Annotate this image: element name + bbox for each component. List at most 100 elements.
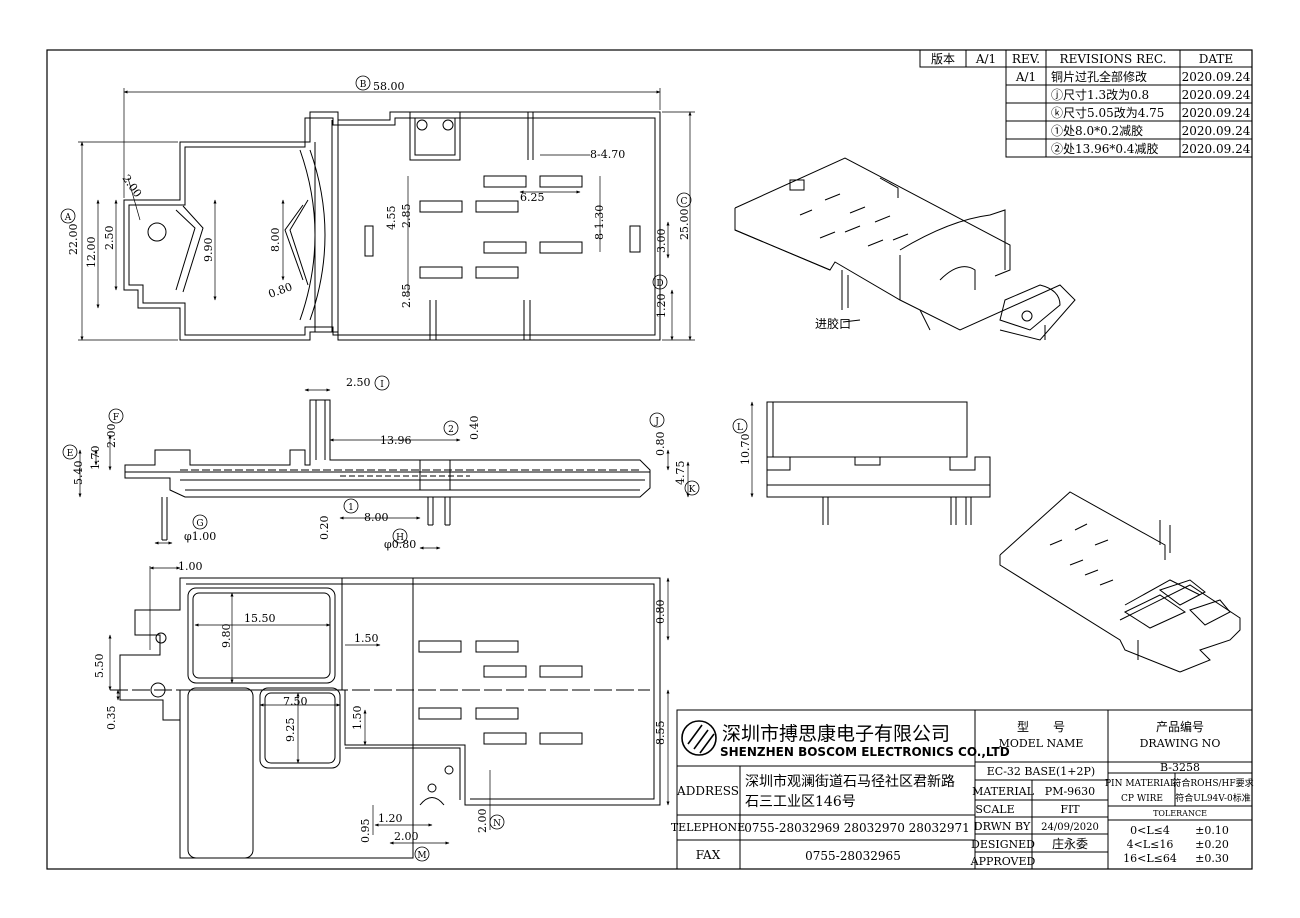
callout-b-circle: [355, 75, 371, 91]
dim-l: 10.70: [739, 434, 752, 466]
company-name-en: SHENZHEN BOSCOM ELECTRONICS CO.,LTD: [720, 745, 1010, 759]
dim-i: 2.50: [346, 376, 371, 389]
rev-row-date: 2020.09.24: [1182, 70, 1251, 84]
callout-n-circle: [489, 814, 505, 830]
dim-980: 9.80: [220, 624, 233, 649]
address-label: ADDRESS: [676, 784, 739, 798]
rev-row-date: 2020.09.24: [1182, 124, 1251, 138]
dim-285b: 2.85: [400, 284, 413, 309]
callout-l: L: [737, 423, 743, 433]
dim-1396: 13.96: [380, 434, 412, 447]
telephone-value: 0755-28032969 28032970 28032971: [744, 821, 969, 835]
dim-625: 6.25: [520, 191, 545, 204]
rev-row-text: ②处13.96*0.4减胶: [1051, 141, 1158, 156]
cp-wire-value: 符合UL94V-0标准: [1175, 792, 1250, 804]
rev-row-date: 2020.09.24: [1182, 142, 1251, 156]
tolerance-value: ±0.10: [1195, 824, 1229, 837]
dim-e: 1.70: [89, 446, 102, 471]
drawing-no-cn: 产品编号: [1156, 719, 1204, 734]
rev-row-text: ⓚ尺寸5.05改为4.75: [1051, 106, 1164, 120]
dim-f: 2.00: [105, 424, 118, 449]
dim-040: 0.40: [468, 416, 481, 441]
drawing-no-en: DRAWING NO: [1140, 737, 1221, 750]
callout-one-circle: [343, 498, 359, 514]
model-name-en: MODEL NAME: [999, 737, 1084, 750]
fax-label: FAX: [696, 848, 721, 862]
pin-material-label: PIN MATERIAL:: [1105, 779, 1179, 789]
address-line2: 石三工业区146号: [745, 794, 856, 810]
callout-g-circle: [192, 514, 208, 530]
dim-120: 1.20: [378, 812, 403, 825]
callout-a-circle: [60, 208, 76, 224]
material-value: PM-9630: [1045, 785, 1095, 798]
designed-label: DESIGNED: [971, 838, 1035, 851]
callout-two: 2: [448, 425, 454, 435]
dim-200b: 2.00: [476, 809, 489, 834]
rev-header-rec: REVISIONS REC.: [1060, 52, 1167, 66]
callout-e: E: [67, 449, 74, 459]
dim-750: 7.50: [283, 695, 308, 708]
gate-label: 进胶口: [815, 316, 851, 331]
designed-value: 庄永委: [1052, 836, 1088, 851]
callout-k-circle: [684, 480, 700, 496]
dim-g: φ1.00: [184, 530, 216, 543]
end-view: [766, 401, 991, 525]
model-value: EC-32 BASE(1+2P): [987, 765, 1095, 778]
callout-d: D: [656, 279, 663, 289]
drwn-by-label: DRWN BY: [974, 820, 1031, 833]
revision-table: [919, 49, 1253, 158]
dim-455: 4.55: [385, 206, 398, 231]
pin-material-value: 符合ROHS/HF要求: [1172, 777, 1253, 789]
callout-one: 1: [348, 503, 354, 513]
scale-value: FIT: [1060, 803, 1080, 816]
cp-wire-label: CP WIRE: [1121, 794, 1163, 804]
callout-c: C: [681, 197, 688, 207]
callout-m-circle: [414, 846, 430, 862]
dim-080: 0.80: [267, 280, 294, 301]
company-name-cn: 深圳市搏思康电子有限公司: [722, 723, 950, 745]
callout-h: H: [396, 533, 404, 543]
dim-h: φ0.80: [384, 538, 416, 551]
callout-c-circle: [676, 192, 692, 208]
material-label: MATERIAL: [972, 785, 1035, 798]
dim-200: 2.00: [120, 172, 145, 200]
dim-250: 2.50: [103, 226, 116, 251]
dim-200a: 2.00: [394, 830, 419, 843]
scale-label: SCALE: [975, 803, 1014, 816]
callout-j: J: [654, 417, 659, 427]
rev-row-text: ①处8.0*0.2减胶: [1051, 123, 1143, 138]
rev-row-date: 2020.09.24: [1182, 88, 1251, 102]
callout-two-circle: [443, 420, 459, 436]
rev-row-text: ⓙ尺寸1.3改为0.8: [1051, 88, 1149, 102]
dim-d: 1.20: [655, 294, 668, 319]
callout-k: K: [689, 485, 696, 495]
rev-row-rev: A/1: [1015, 70, 1036, 84]
dim-12: 12.00: [85, 237, 98, 269]
drawing-no-value: B-3258: [1160, 761, 1200, 774]
callout-a: A: [64, 213, 72, 223]
title-block: [676, 709, 1253, 870]
dim-a: 22.00: [67, 224, 80, 256]
dim-470: 8-4.70: [590, 148, 625, 161]
dim-1550: 15.50: [244, 612, 276, 625]
tolerance-range: 0<L≤4: [1130, 824, 1170, 837]
dim-095: 0.95: [359, 819, 372, 844]
callout-i: I: [380, 380, 384, 390]
dim-020: 0.20: [318, 516, 331, 541]
dim-800: 8.00: [269, 228, 282, 253]
callout-f-circle: [108, 408, 124, 424]
callout-f: F: [113, 413, 119, 423]
tolerance-value: ±0.20: [1195, 838, 1229, 851]
dim-k: 4.75: [674, 461, 687, 486]
approved-label: APPROVED: [970, 855, 1036, 868]
dim-080-bottom: 0.80: [654, 600, 667, 625]
callout-j-circle: [649, 412, 665, 428]
dim-150a: 1.50: [354, 632, 379, 645]
callout-b: B: [360, 80, 367, 90]
dim-855: 8.55: [654, 721, 667, 746]
rev-row-date: 2020.09.24: [1182, 106, 1251, 120]
tolerance-label: TOLERANCE: [1153, 809, 1207, 818]
address-line1: 深圳市观澜街道石马径社区君新路: [745, 773, 955, 790]
callout-l-circle: [732, 418, 748, 434]
